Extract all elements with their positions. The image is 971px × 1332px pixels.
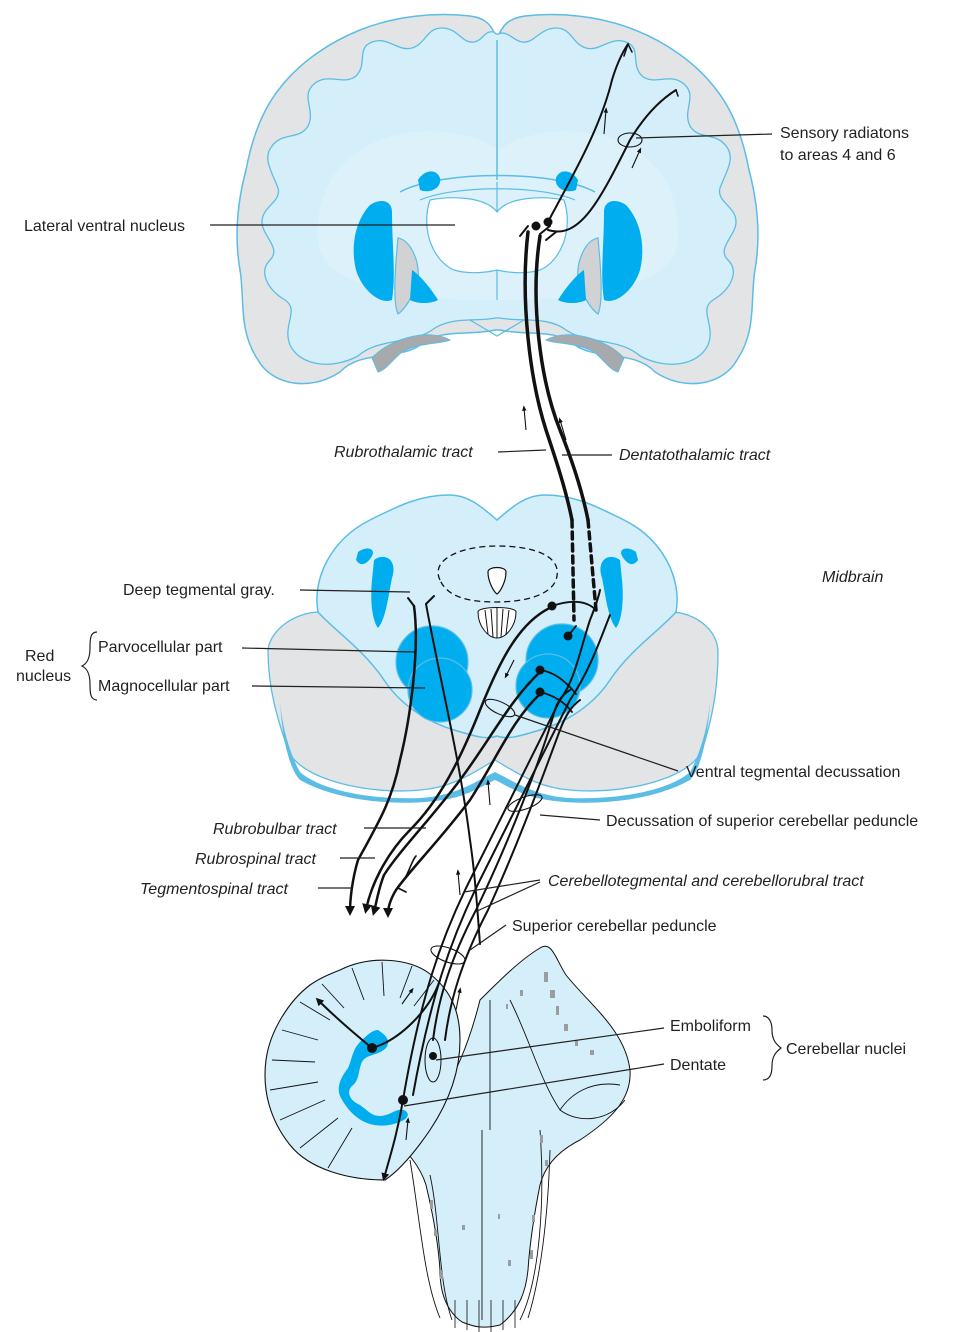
label-decussation-scp: Decussation of superior cerebellar pedun…	[606, 813, 918, 830]
label-superior-cerebellar-peduncle: Superior cerebellar peduncle	[512, 918, 717, 935]
cerebrum-section	[237, 15, 758, 384]
red-nucleus-magnocellular-left	[408, 658, 472, 722]
label-deep-tegmental-gray: Deep tegmental gray.	[123, 582, 275, 599]
label-ventral-tegmental-decussation: Ventral tegmental decussation	[686, 764, 900, 781]
label-parvocellular-part: Parvocellular part	[98, 639, 223, 656]
label-magnocellular-part: Magnocellular part	[98, 678, 230, 695]
label-cerebellar-nuclei: Cerebellar nuclei	[786, 1041, 906, 1058]
label-rubrobulbar-tract: Rubrobulbar tract	[213, 821, 337, 838]
label-sensory-radiations-2: to areas 4 and 6	[780, 147, 896, 164]
label-midbrain: Midbrain	[822, 569, 883, 586]
label-rubrothalamic-tract: Rubrothalamic tract	[334, 444, 473, 461]
label-sensory-radiations-1: Sensory radiatons	[780, 125, 909, 142]
label-red-nucleus-1: Red	[25, 648, 54, 665]
cerebellum-brainstem	[265, 946, 630, 1332]
label-emboliform: Emboliform	[670, 1018, 751, 1035]
label-cerebellotegmental: Cerebellotegmental and cerebellorubral t…	[548, 873, 864, 890]
label-red-nucleus-2: nucleus	[16, 668, 71, 685]
midbrain-section	[268, 495, 718, 803]
label-lateral-ventral-nucleus: Lateral ventral nucleus	[24, 218, 185, 235]
label-dentate: Dentate	[670, 1057, 726, 1074]
label-dentatothalamic-tract: Dentatothalamic tract	[619, 447, 771, 464]
label-rubrospinal-tract: Rubrospinal tract	[195, 851, 317, 868]
label-tegmentospinal-tract: Tegmentospinal tract	[140, 881, 288, 898]
